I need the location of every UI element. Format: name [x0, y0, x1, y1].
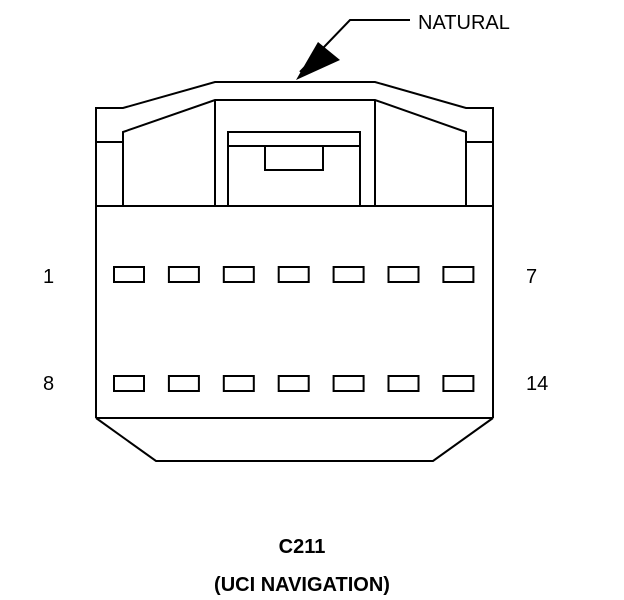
latch-tab-button [264, 145, 324, 171]
pin-label-row1-end: 7 [526, 266, 537, 288]
callout-label: NATURAL [418, 12, 510, 34]
connector-bottom-chamfer [95, 417, 494, 462]
pin-cavity-14 [442, 375, 475, 392]
pin-cavity-7 [442, 266, 475, 283]
pin-cavity-10 [222, 375, 255, 392]
connector-description: (UCI NAVIGATION) [214, 574, 390, 596]
pin-row-top [113, 266, 475, 283]
pin-cavity-8 [113, 375, 145, 392]
pin-cavity-11 [277, 375, 310, 392]
pin-cavity-6 [387, 266, 420, 283]
color-callout: NATURAL [296, 12, 510, 80]
pin-row-bottom [113, 375, 475, 392]
connector-body [95, 81, 494, 462]
latch-tab-outline [227, 131, 361, 206]
connector-id: C211 [279, 536, 326, 558]
pin-cavity-12 [332, 375, 365, 392]
pin-cavity-13 [387, 375, 420, 392]
pin-label-row2-start: 8 [43, 373, 54, 395]
pin-cavity-2 [167, 266, 200, 283]
pin-cavity-1 [113, 266, 145, 283]
pin-cavity-9 [167, 375, 200, 392]
pin-cavity-3 [222, 266, 255, 283]
connector-top-outline [95, 81, 494, 418]
pin-cavity-5 [332, 266, 365, 283]
pin-label-row1-start: 1 [43, 266, 54, 288]
pin-label-row2-end: 14 [526, 373, 548, 395]
callout-arrowhead [296, 42, 340, 80]
pin-cavity-4 [277, 266, 310, 283]
connector-inner-profile [122, 99, 467, 206]
